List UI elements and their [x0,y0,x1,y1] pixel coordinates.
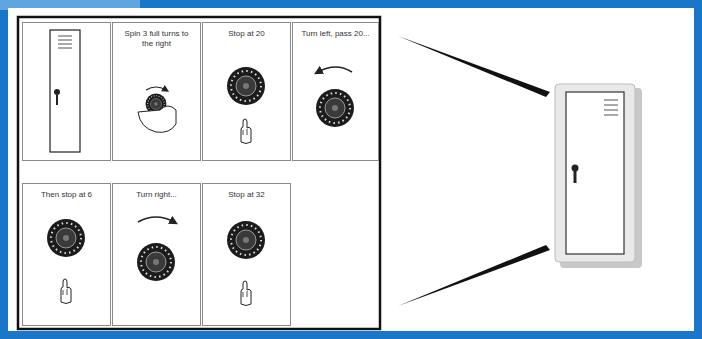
step-text: Stop at 20 [203,23,290,39]
step-text: Turn left, pass 20... [293,23,378,39]
instruction-panel [18,17,380,329]
instruction-card: Stop at 20 [202,22,291,161]
instruction-card: Then stop at 6 [22,183,111,326]
instruction-card: Stop at 32 [202,183,291,326]
zoom-wedge [398,36,550,97]
instruction-card: Spin 3 full turns to the right [112,22,201,161]
instruction-card: Turn right... [112,183,201,326]
locker-icon [566,92,624,254]
step-text: Then stop at 6 [23,184,110,200]
zoom-wedge [398,245,550,306]
step-text: Turn right... [113,184,200,200]
step-text: Spin 3 full turns to the right [113,23,200,48]
instruction-card: Turn left, pass 20... [292,22,379,161]
step-text: Stop at 32 [203,184,290,200]
